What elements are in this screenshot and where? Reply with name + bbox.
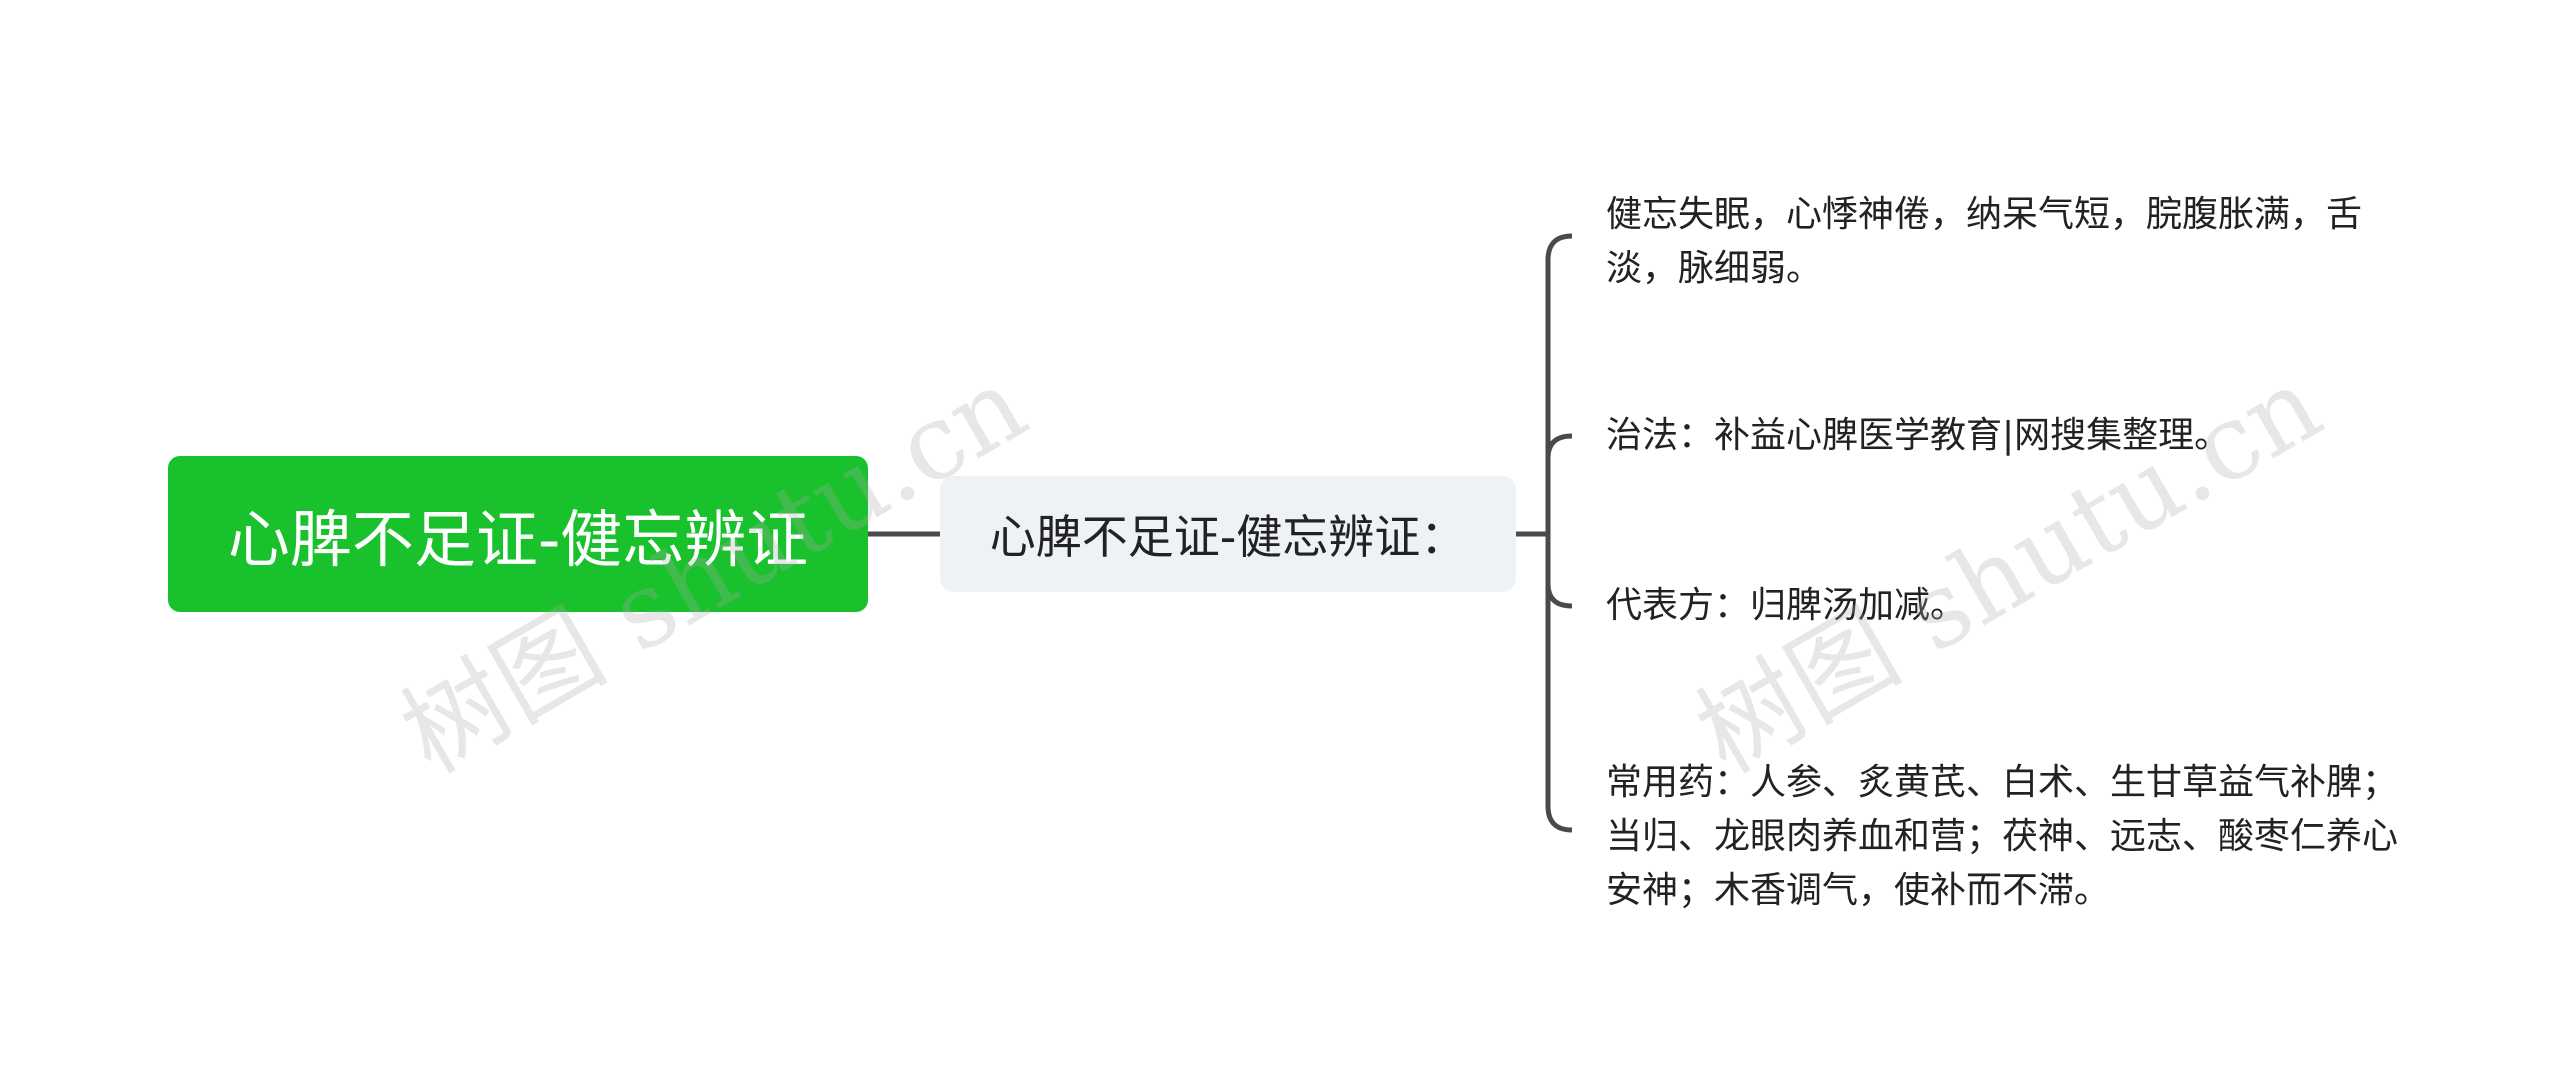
leaf-herbs-text: 常用药：人参、炙黄芪、白术、生甘草益气补脾；当归、龙眼肉养血和营；茯神、远志、酸… (1606, 762, 2399, 911)
leaf-formula-text: 代表方：归脾汤加减。 (1606, 585, 1967, 626)
branch-tick-2 (1545, 433, 1573, 459)
root-topic-node[interactable]: 心脾不足证-健忘辨证 (168, 456, 868, 612)
leaf-formula[interactable]: 代表方：归脾汤加减。 (1606, 579, 2426, 633)
subtopic-label: 心脾不足证-健忘辨证： (989, 510, 1467, 564)
root-topic-label: 心脾不足证-健忘辨证 (227, 503, 809, 576)
leaf-herbs[interactable]: 常用药：人参、炙黄芪、白术、生甘草益气补脾；当归、龙眼肉养血和营；茯神、远志、酸… (1606, 756, 2426, 918)
branch-tick-3 (1545, 583, 1573, 609)
leaf-symptoms[interactable]: 健忘失眠，心悸神倦，纳呆气短，脘腹胀满，舌淡，脉细弱。 (1606, 188, 2426, 296)
subtopic-node[interactable]: 心脾不足证-健忘辨证： (940, 476, 1516, 592)
leaf-symptoms-text: 健忘失眠，心悸神倦，纳呆气短，脘腹胀满，舌淡，脉细弱。 (1606, 194, 2363, 289)
leaf-treatment-text: 治法：补益心脾医学教育|网搜集整理。 (1606, 415, 2231, 456)
branch-bracket (1545, 233, 1573, 833)
leaf-treatment[interactable]: 治法：补益心脾医学教育|网搜集整理。 (1606, 409, 2426, 463)
